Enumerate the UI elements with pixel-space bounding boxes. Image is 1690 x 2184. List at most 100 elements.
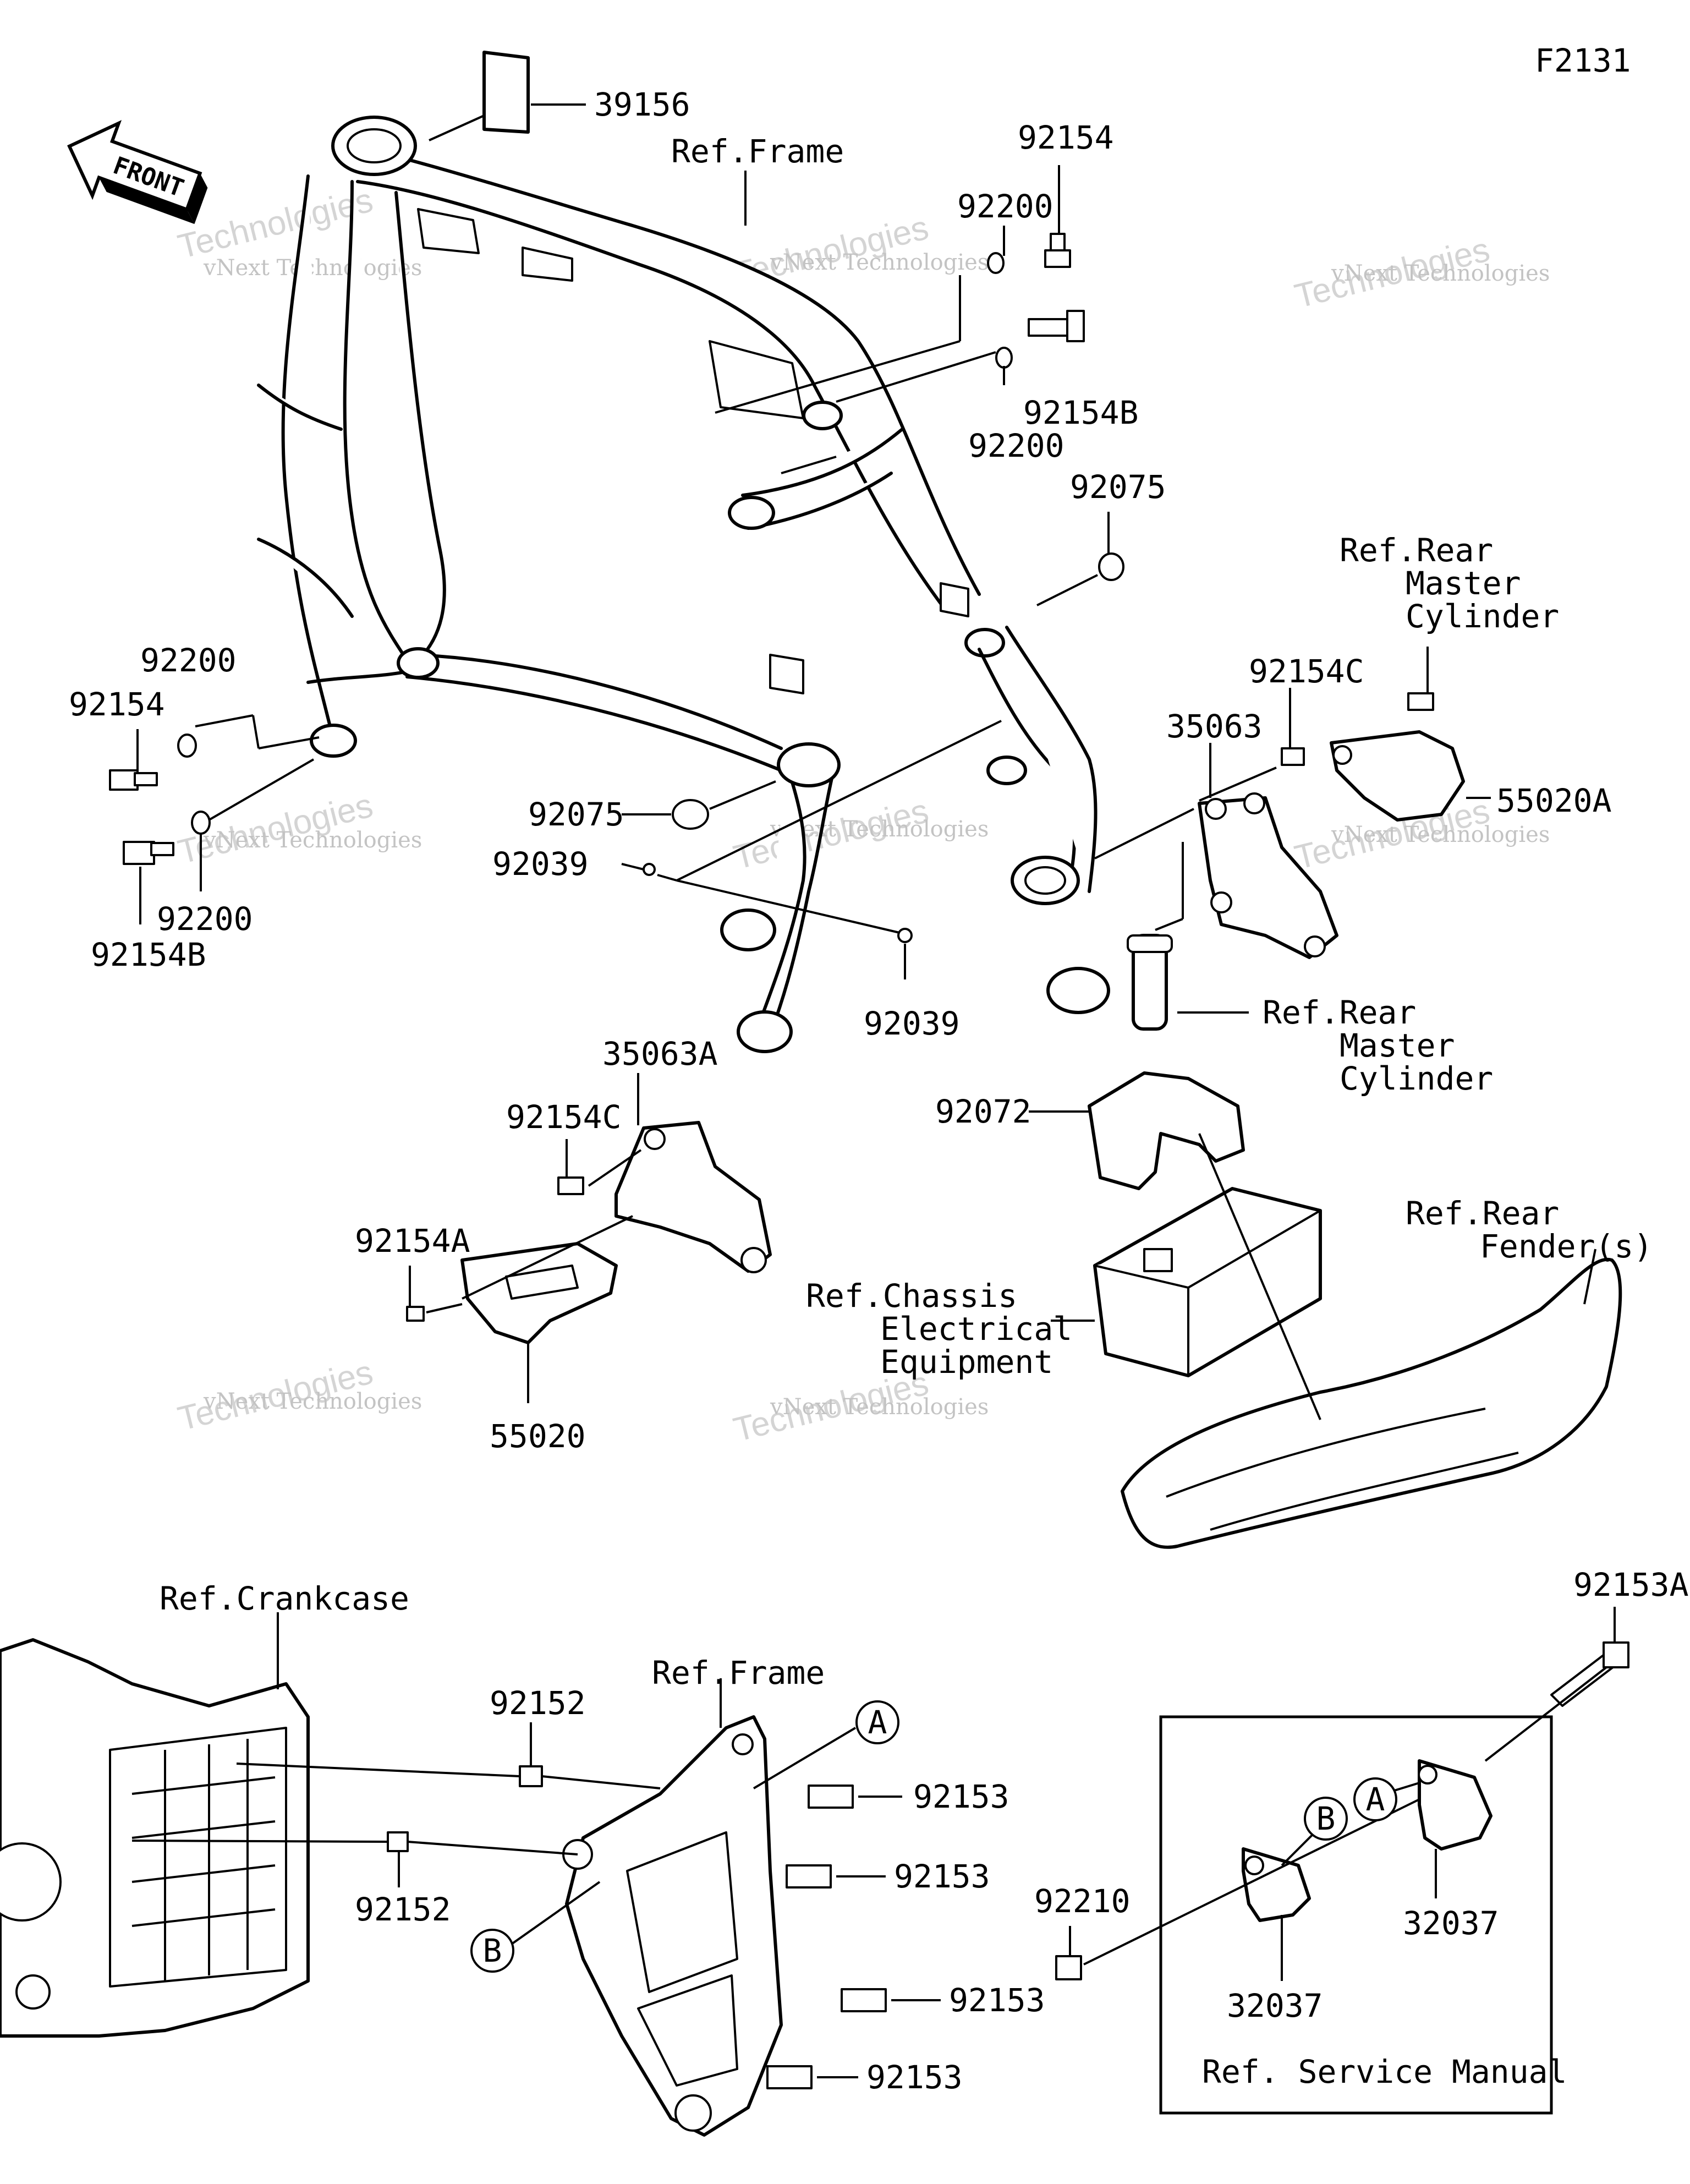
labels: F2131 39156 Ref.Frame 92154 92200 92154B… [69, 42, 1689, 2096]
fasteners [109, 233, 1629, 2089]
part-label: 92154C [1249, 653, 1364, 690]
part-label: Master [1406, 565, 1521, 602]
bolt-92154-left [109, 769, 158, 791]
bolt-ref-rear-master [1407, 692, 1434, 711]
part-label: 92072 [935, 1093, 1031, 1130]
part-label: Ref.Chassis [806, 1277, 1017, 1315]
washer-92200-top [987, 252, 1005, 274]
part-label: 92039 [492, 845, 589, 883]
part-label: 92075 [528, 796, 624, 833]
nut-92152-bottom [387, 1831, 409, 1852]
frame-drawing [257, 51, 1005, 772]
part-label: Ref.Rear [1340, 532, 1493, 569]
part-label: 92153A [1573, 1566, 1689, 1603]
heel-guard-55020 [460, 1242, 618, 1344]
part-label: 92154B [91, 936, 206, 973]
bolt-92153-4 [766, 2065, 813, 2089]
rear-master-cylinder [1127, 934, 1173, 1031]
watermark-text: vNext Technologies [770, 250, 989, 275]
plate-32037-left [1242, 1847, 1311, 1922]
part-label: Ref.Rear [1406, 1195, 1559, 1232]
frame-plate [562, 1715, 783, 2137]
callout-a-top-text: A [868, 1704, 887, 1741]
callout-b-left-text: B [483, 1932, 502, 1969]
washer-92200-mid [995, 347, 1013, 369]
part-label: Cylinder [1340, 1060, 1493, 1097]
callout-b-inset-text: B [1316, 1800, 1336, 1837]
part-label: Cylinder [1406, 598, 1559, 635]
bolt-92154b-top [1028, 310, 1085, 342]
part-label: 92153 [913, 1778, 1009, 1815]
heel-guard-55020a [1330, 730, 1465, 822]
crankcase-drawing [0, 1638, 310, 2038]
part-label: Equipment [880, 1343, 1053, 1381]
part-label: Ref. Service Manual [1202, 2053, 1567, 2090]
cap-92075-left [672, 799, 709, 830]
bolt-92154c-left [557, 1176, 584, 1195]
part-label: 92200 [157, 900, 253, 938]
footpeg-bracket-35063 [1198, 792, 1338, 959]
part-label: Ref.Frame [671, 133, 844, 170]
callout-a-inset: A [1353, 1777, 1397, 1821]
bolt-92154-top [1044, 233, 1071, 268]
part-label: 92075 [1070, 468, 1166, 506]
part-label: 55020 [490, 1417, 586, 1455]
battery-case-92072 [1088, 1071, 1245, 1190]
callout-b-inset: B [1304, 1797, 1348, 1841]
bolt-92154c-right [1281, 747, 1305, 766]
bolt-92153-1 [808, 1785, 854, 1809]
bolt-92154b-left [123, 841, 174, 865]
part-label: 92200 [140, 642, 237, 679]
part-label: 92210 [1034, 1882, 1131, 1920]
washer-92075-right [1098, 552, 1124, 581]
part-label: 92200 [957, 188, 1053, 225]
watermark-text: vNext Technologies [770, 1394, 989, 1420]
watermark-text: vNext Technologies [1331, 261, 1550, 286]
part-label: 92154 [1018, 119, 1114, 156]
electrical-box [1093, 1187, 1322, 1377]
rear-frame-drawing [720, 626, 1110, 1053]
watermark-text: vNext Technologies [203, 1389, 422, 1414]
bolt-92153-2 [786, 1864, 832, 1889]
part-label: 92039 [864, 1005, 960, 1042]
figure-code: F2131 [1535, 42, 1631, 79]
leader-lines [131, 103, 1616, 2078]
part-label: 92154 [69, 686, 165, 723]
plate-32037-right [1418, 1759, 1493, 1851]
bolt-92153a [1550, 1641, 1629, 1707]
nut-92210 [1055, 1955, 1082, 1980]
part-label: Master [1340, 1027, 1455, 1064]
watermark-text: vNext Technologies [1331, 822, 1550, 847]
callout-b-left: B [470, 1929, 514, 1973]
washer-92200-left2 [191, 811, 211, 835]
cap-92039-mid [897, 928, 913, 943]
part-label: 39156 [594, 86, 690, 123]
part-label: 32037 [1403, 1904, 1499, 1942]
part-label: 92200 [968, 427, 1065, 464]
part-label: Ref.Crankcase [160, 1580, 409, 1617]
bolt-92154a [406, 1306, 425, 1322]
cap-92039-left [643, 863, 656, 876]
washer-92200-left [177, 734, 197, 758]
part-label: 92154A [355, 1222, 470, 1260]
part-label: 92153 [894, 1858, 990, 1895]
callout-a-top: A [855, 1700, 899, 1744]
part-label: Ref.Frame [652, 1654, 825, 1692]
part-label: 92153 [949, 1982, 1045, 2019]
label-card-39156 [482, 51, 530, 134]
part-label: 92154C [506, 1098, 622, 1136]
part-label: Electrical [880, 1310, 1072, 1348]
watermark-text: vNext Technologies [203, 828, 422, 853]
footpeg-bracket-35063a [614, 1121, 772, 1273]
part-label: 92153 [866, 2059, 963, 2096]
watermark-text: vNext Technologies [203, 255, 422, 281]
part-label: 92152 [490, 1684, 586, 1722]
rear-fender [1121, 1257, 1622, 1549]
service-manual-box [1159, 1715, 1553, 2115]
front-arrow-icon: FRONT [67, 120, 208, 225]
part-label: 92154B [1023, 394, 1139, 431]
part-label: 35063 [1166, 708, 1263, 745]
watermark-text: vNext Technologies [770, 817, 989, 842]
callout-a-inset-text: A [1366, 1781, 1385, 1818]
